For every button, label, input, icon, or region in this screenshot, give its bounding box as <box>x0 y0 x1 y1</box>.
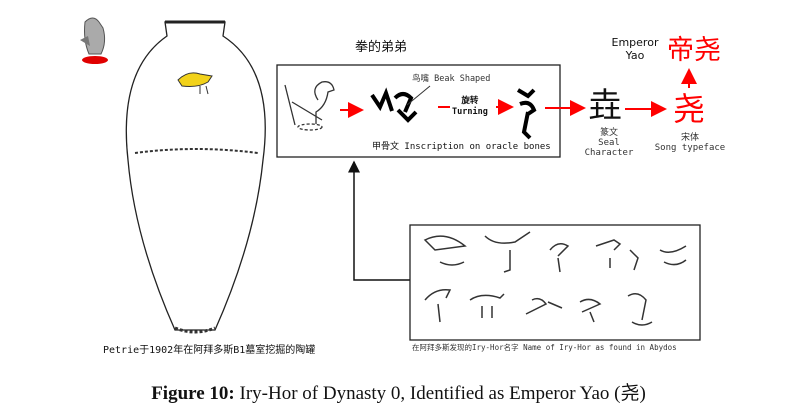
seal-label: 篆文 Seal Character <box>584 128 634 158</box>
pot-caption: Petrie于1902年在阿拜多斯B1墓室挖掘的陶罐 <box>103 345 316 356</box>
emperor-glyphs: 帝尧 <box>667 35 721 66</box>
song-glyph: 尧 <box>673 90 706 128</box>
emperor-label: Emperor Yao <box>606 36 664 62</box>
figure-caption: Figure 10: Iry-Hor of Dynasty 0, Identif… <box>0 378 797 405</box>
oracle-caption: 甲骨文 Inscription on oracle bones <box>372 142 551 152</box>
turning-en: Turning <box>452 107 488 117</box>
figure-text: Iry-Hor of Dynasty 0, Identified as Empe… <box>234 383 646 404</box>
seal-label-en1: Seal <box>598 138 620 148</box>
emperor-line1: Emperor <box>611 36 659 49</box>
oracle-bird-drawing <box>284 81 335 131</box>
connector-arrow <box>348 160 410 281</box>
song-label-en: Song typeface <box>654 143 726 153</box>
top-title: 拳的弟弟 <box>355 40 408 55</box>
abydos-caption: 在阿拜多斯发现的Iry-Hor名字 Name of Iry-Hor as fou… <box>412 343 677 352</box>
abydos-box <box>409 224 701 341</box>
song-label: 宋体 Song typeface <box>652 133 728 153</box>
oracle-box <box>276 64 561 158</box>
seal-label-en2: Character <box>584 148 634 158</box>
oracle-glyph-1 <box>370 87 418 123</box>
turning-label: 旋转 Turning <box>452 96 488 118</box>
figure-label: Figure 10: <box>151 383 235 404</box>
seal-label-cn: 篆文 <box>599 128 618 138</box>
oracle-glyph-2 <box>516 88 537 140</box>
emperor-line2: Yao <box>625 49 645 62</box>
turning-cn: 旋转 <box>461 96 479 106</box>
falcon-icon <box>80 17 108 64</box>
song-label-cn: 宋体 <box>680 133 699 143</box>
beak-label: 鸟嘴 Beak Shaped <box>412 74 491 84</box>
abydos-glyphs <box>423 231 687 326</box>
pottery-jar <box>125 20 266 334</box>
beak-pointer-line <box>406 85 431 106</box>
seal-glyph: 垚 <box>588 86 622 126</box>
